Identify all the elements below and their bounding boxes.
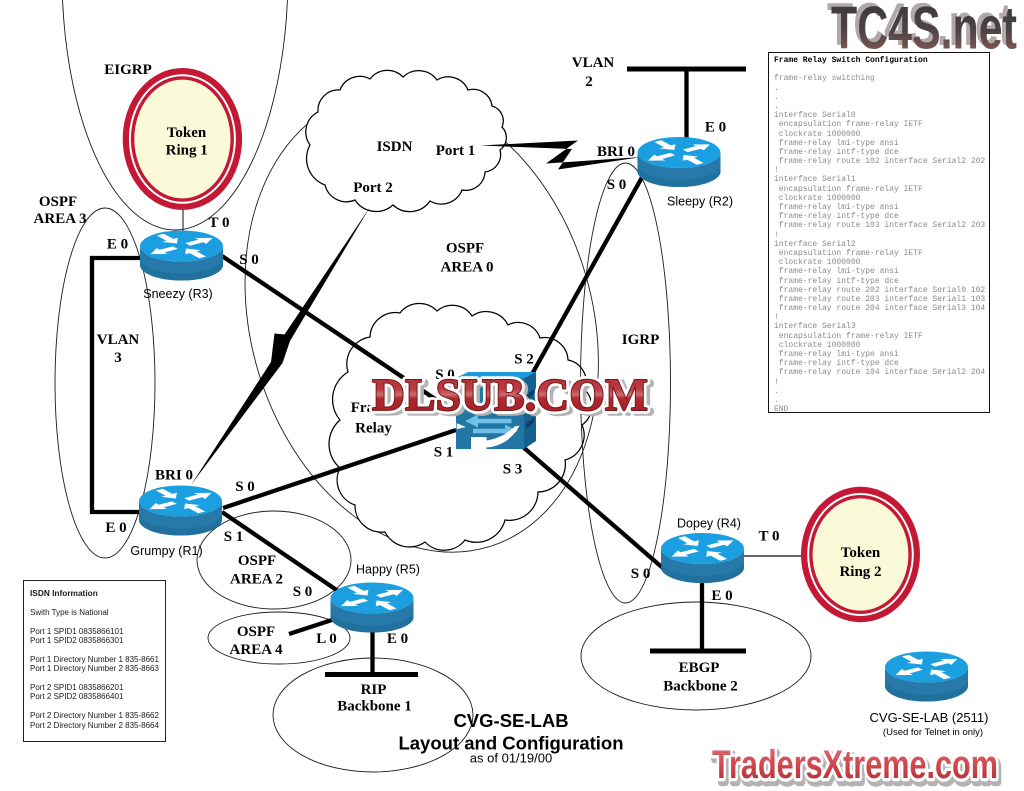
svg-text:3: 3	[114, 350, 122, 366]
svg-text:IGRP: IGRP	[622, 332, 660, 348]
svg-text:Backbone 1: Backbone 1	[337, 699, 412, 715]
svg-text:Ring 2: Ring 2	[839, 564, 881, 580]
svg-text:VLAN: VLAN	[572, 55, 615, 71]
svg-text:EBGP: EBGP	[679, 660, 720, 676]
svg-text:L 0: L 0	[316, 631, 336, 647]
svg-text:Token: Token	[841, 545, 881, 561]
svg-text:OSPF: OSPF	[238, 553, 276, 569]
svg-text:T 0: T 0	[759, 529, 780, 545]
svg-text:OSPF: OSPF	[237, 624, 275, 640]
svg-text:AREA 2: AREA 2	[230, 572, 283, 588]
svg-text:S 2: S 2	[514, 352, 534, 368]
svg-text:TC4S.net: TC4S.net	[827, 0, 1013, 59]
svg-text:BRI 0: BRI 0	[155, 468, 193, 484]
svg-text:TradersXtreme.com: TradersXtreme.com	[712, 742, 998, 787]
svg-text:Dopey (R4): Dopey (R4)	[677, 517, 741, 531]
svg-text:E 0: E 0	[105, 520, 126, 536]
svg-text:S 0: S 0	[435, 367, 455, 383]
svg-text:DLSUB.COM: DLSUB.COM	[372, 369, 648, 420]
svg-text:S 1: S 1	[434, 445, 454, 461]
svg-text:RIP: RIP	[361, 682, 387, 698]
svg-text:TC4S.net: TC4S.net	[831, 0, 1017, 62]
svg-text:AREA 0: AREA 0	[441, 260, 494, 276]
svg-text:AREA 3: AREA 3	[34, 211, 87, 227]
svg-text:BRI 0: BRI 0	[597, 144, 635, 160]
svg-text:Sneezy (R3): Sneezy (R3)	[143, 287, 212, 301]
svg-text:Port 2: Port 2	[353, 180, 393, 196]
svg-text:Frame: Frame	[351, 400, 394, 416]
svg-text:Relay: Relay	[355, 421, 392, 437]
svg-text:Backbone 2: Backbone 2	[663, 679, 738, 695]
svg-text:Happy (R5): Happy (R5)	[356, 563, 420, 577]
svg-text:S 0: S 0	[235, 479, 255, 495]
svg-text:CVG-SE-LAB (2511): CVG-SE-LAB (2511)	[870, 710, 989, 725]
svg-text:DLSUB.COM: DLSUB.COM	[376, 372, 652, 423]
svg-text:S 1: S 1	[224, 529, 244, 545]
svg-text:E 0: E 0	[711, 588, 732, 604]
svg-text:Layout and Configuration: Layout and Configuration	[398, 733, 623, 754]
svg-text:Token: Token	[167, 125, 207, 141]
svg-text:S 3: S 3	[503, 462, 523, 478]
svg-text:T 0: T 0	[209, 215, 230, 231]
svg-text:TradersXtreme.com: TradersXtreme.com	[714, 746, 1000, 791]
svg-text:DLSUB.COM: DLSUB.COM	[372, 369, 648, 420]
svg-text:AREA 4: AREA 4	[230, 642, 283, 658]
svg-text:S 0: S 0	[239, 252, 259, 268]
svg-text:S 0: S 0	[607, 177, 627, 193]
svg-text:S 0: S 0	[631, 566, 651, 582]
svg-text:Grumpy (R1): Grumpy (R1)	[130, 544, 202, 558]
svg-text:EIGRP: EIGRP	[104, 62, 152, 78]
svg-text:ISDN: ISDN	[377, 139, 413, 155]
svg-text:VLAN: VLAN	[97, 332, 140, 348]
svg-text:Port 1: Port 1	[436, 143, 476, 159]
svg-text:E 0: E 0	[387, 631, 408, 647]
svg-text:S 0: S 0	[293, 584, 313, 600]
svg-text:(Used for Telnet in only): (Used for Telnet in only)	[883, 727, 983, 738]
svg-text:CVG-SE-LAB: CVG-SE-LAB	[453, 710, 568, 731]
svg-text:OSPF: OSPF	[446, 241, 484, 257]
svg-text:2: 2	[585, 74, 593, 90]
svg-text:as of 01/19/00: as of 01/19/00	[470, 751, 552, 766]
svg-text:Ring 1: Ring 1	[166, 143, 208, 159]
svg-text:E 0: E 0	[705, 120, 726, 136]
svg-text:Sleepy (R2): Sleepy (R2)	[667, 195, 733, 209]
svg-text:OSPF: OSPF	[39, 194, 77, 210]
svg-text:E 0: E 0	[107, 237, 128, 253]
